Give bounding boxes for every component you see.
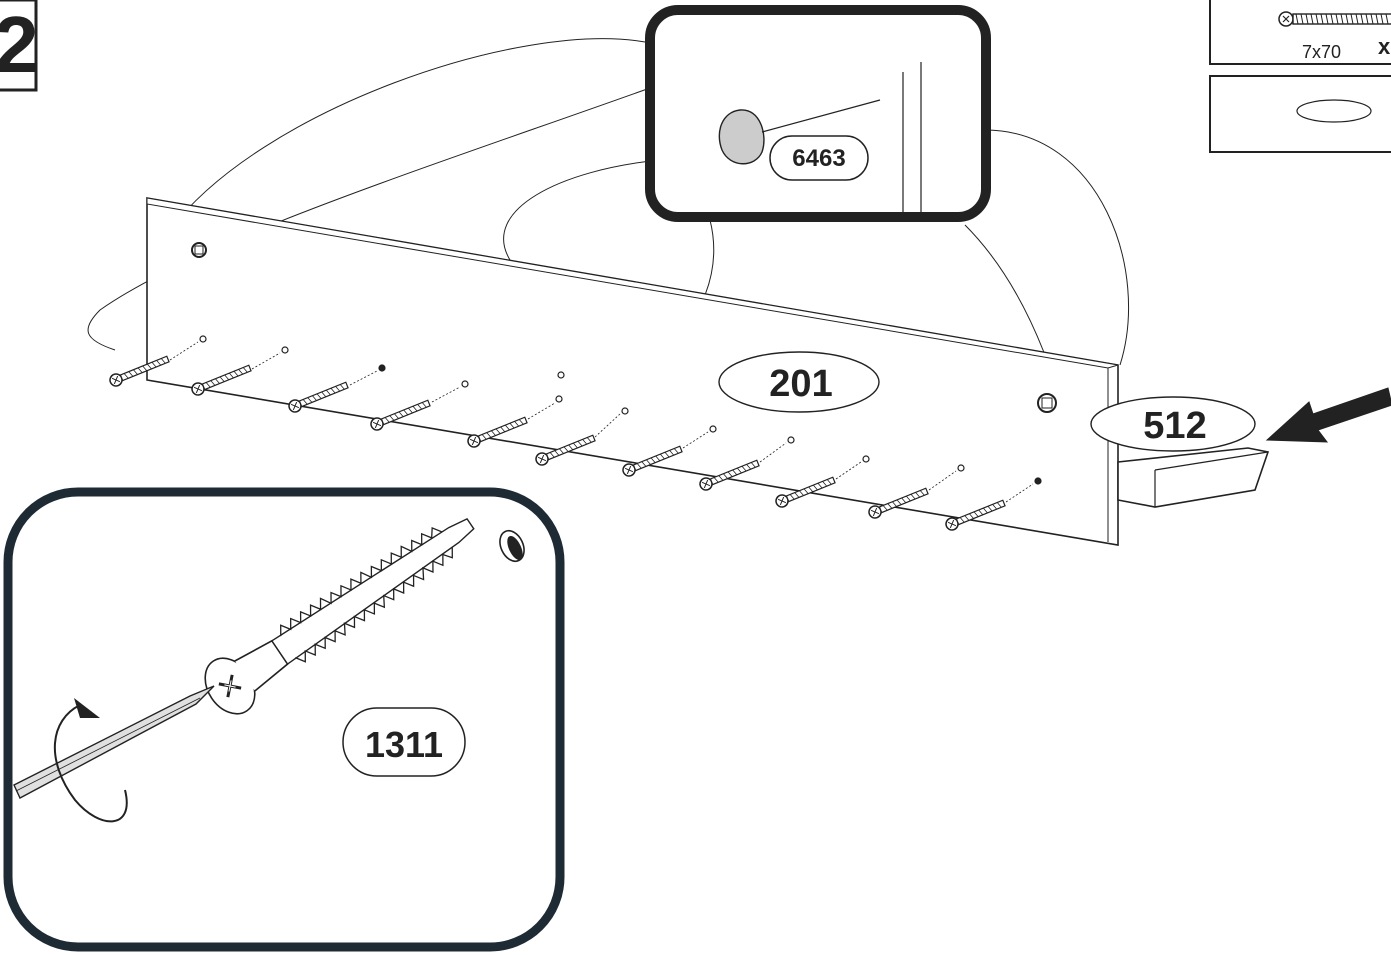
screw bbox=[370, 399, 431, 431]
screw-legend-icon bbox=[1278, 11, 1391, 27]
step-number-box: 2 bbox=[0, 0, 39, 92]
cap-legend-icon bbox=[1296, 99, 1372, 123]
screw bbox=[109, 355, 170, 387]
cap-detail-icon bbox=[718, 109, 765, 165]
panel-hole-icon bbox=[499, 529, 525, 563]
screw bbox=[191, 364, 252, 396]
screw-part-number: 1311 bbox=[365, 724, 443, 765]
screw bbox=[622, 445, 683, 477]
screw bbox=[775, 476, 836, 508]
pilot-hole bbox=[862, 455, 870, 463]
pilot-hole bbox=[709, 425, 717, 433]
screw bbox=[535, 434, 596, 466]
screw-row bbox=[109, 335, 1042, 531]
pilot-hole bbox=[1034, 477, 1042, 485]
quantity-symbol: x bbox=[1378, 34, 1391, 59]
detail-callout-top: 6463 bbox=[87, 5, 1130, 521]
block-512: 512 bbox=[1090, 396, 1270, 508]
pilot-hole bbox=[281, 346, 289, 354]
pilot-hole bbox=[787, 436, 795, 444]
cap-hole-right bbox=[1037, 393, 1057, 413]
step-number: 2 bbox=[0, 0, 39, 89]
pilot-hole bbox=[621, 407, 629, 415]
panel-201: 201 bbox=[146, 197, 1119, 546]
screw bbox=[699, 459, 760, 491]
pilot-hole bbox=[957, 464, 965, 472]
screw bbox=[868, 487, 929, 519]
pilot-hole bbox=[557, 371, 565, 379]
hardware-legend: 7x70 x bbox=[1209, 0, 1391, 153]
pilot-hole bbox=[461, 380, 469, 388]
detail-callout-screw: 1311 bbox=[3, 487, 565, 952]
direction-arrow bbox=[1265, 387, 1391, 443]
pilot-hole bbox=[378, 364, 386, 372]
pilot-hole bbox=[555, 395, 563, 403]
screwdriver-icon bbox=[13, 685, 215, 799]
panel-part-number: 201 bbox=[769, 363, 832, 405]
cap-part-number: 6463 bbox=[792, 145, 845, 172]
screw-detail-icon bbox=[204, 517, 475, 715]
cap-hole-left bbox=[191, 242, 207, 258]
screw-size-label: 7x70 bbox=[1302, 42, 1341, 62]
pilot-hole bbox=[199, 335, 207, 343]
screw bbox=[467, 416, 528, 448]
screw bbox=[288, 381, 349, 413]
rotation-arrow-icon bbox=[54, 698, 128, 823]
screw bbox=[945, 499, 1006, 531]
block-part-number: 512 bbox=[1143, 405, 1206, 447]
